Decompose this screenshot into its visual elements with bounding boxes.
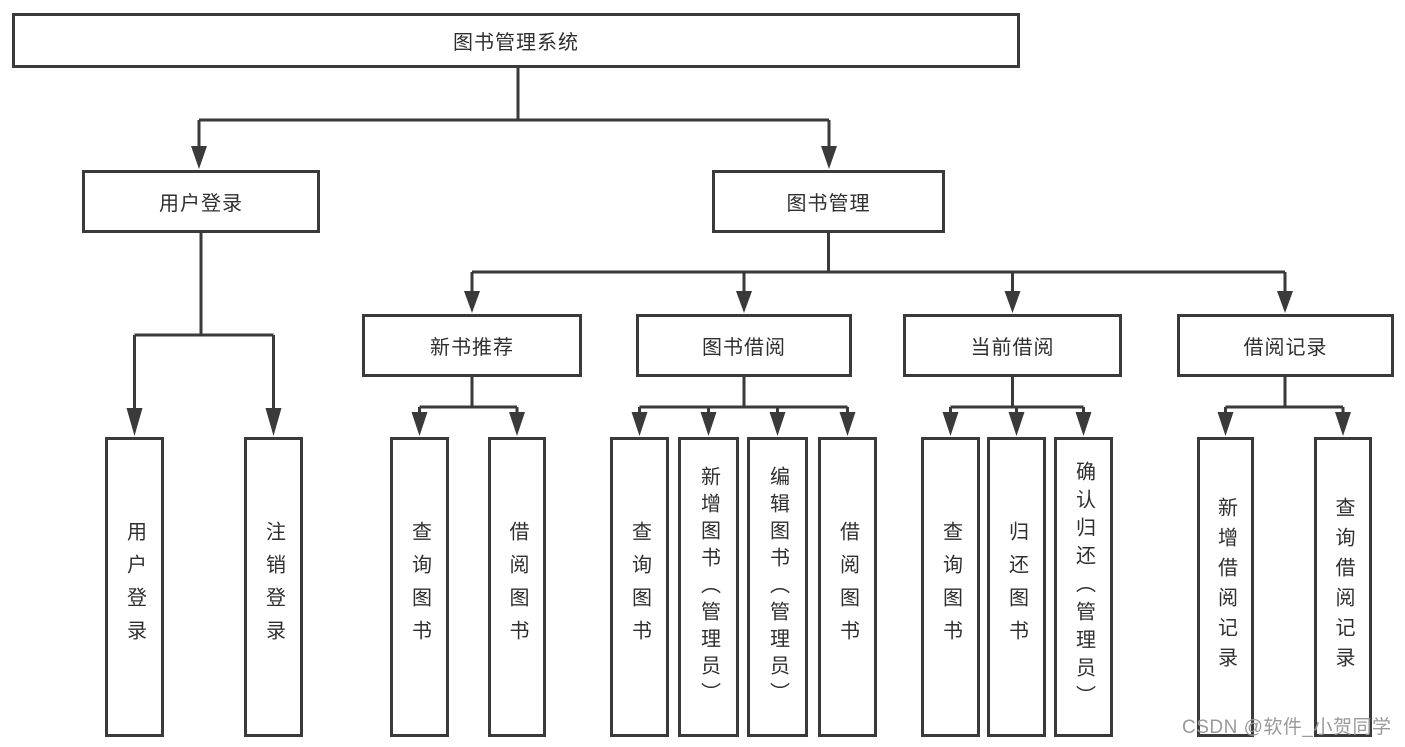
arrowhead	[839, 412, 856, 436]
connector-path	[133, 68, 1345, 416]
arrowhead	[1004, 291, 1021, 313]
leaf-cb-confirm-return-admin: 确认归还（管理员）	[1054, 437, 1113, 737]
node-new-book-recommend: 新书推荐	[362, 314, 582, 377]
arrowhead	[821, 146, 837, 169]
arrowhead	[1008, 412, 1025, 436]
node-book-management: 图书管理	[712, 170, 945, 233]
leaf-nbr-borrow-book: 借阅图书	[488, 437, 546, 737]
arrowhead	[700, 412, 717, 436]
leaf-bb-query-book: 查询图书	[610, 437, 669, 737]
leaf-cb-return-book: 归还图书	[987, 437, 1046, 737]
leaf-nbr-query-book: 查询图书	[390, 437, 449, 737]
leaf-br-add-record: 新增借阅记录	[1197, 437, 1254, 737]
leaf-bb-edit-book-admin: 编辑图书（管理员）	[747, 437, 808, 737]
arrowhead	[1335, 412, 1351, 436]
arrowhead	[464, 291, 480, 313]
leaf-br-query-record: 查询借阅记录	[1314, 437, 1372, 737]
arrowhead	[736, 291, 752, 313]
arrowhead	[509, 412, 525, 436]
arrowhead	[191, 146, 207, 169]
leaf-bb-borrow-book: 借阅图书	[818, 437, 877, 737]
arrowhead	[1075, 412, 1092, 436]
arrowhead	[411, 412, 428, 436]
node-current-borrow: 当前借阅	[903, 314, 1122, 377]
arrowhead	[1217, 412, 1234, 436]
arrowhead	[126, 408, 143, 436]
leaf-logout: 注销登录	[244, 437, 303, 737]
arrowhead	[631, 412, 648, 436]
node-book-borrow: 图书借阅	[636, 314, 852, 377]
leaf-bb-add-book-admin: 新增图书（管理员）	[678, 437, 739, 737]
arrowhead	[769, 412, 786, 436]
watermark: CSDN @软件_小贺同学	[1182, 717, 1392, 738]
arrowhead	[265, 408, 282, 436]
leaf-cb-query-book: 查询图书	[921, 437, 980, 737]
arrowhead	[1277, 291, 1293, 313]
arrowhead	[942, 412, 959, 436]
leaf-user-login: 用户登录	[105, 437, 164, 737]
node-user-login: 用户登录	[82, 170, 320, 233]
node-borrow-record: 借阅记录	[1177, 314, 1394, 377]
node-root: 图书管理系统	[12, 13, 1020, 68]
